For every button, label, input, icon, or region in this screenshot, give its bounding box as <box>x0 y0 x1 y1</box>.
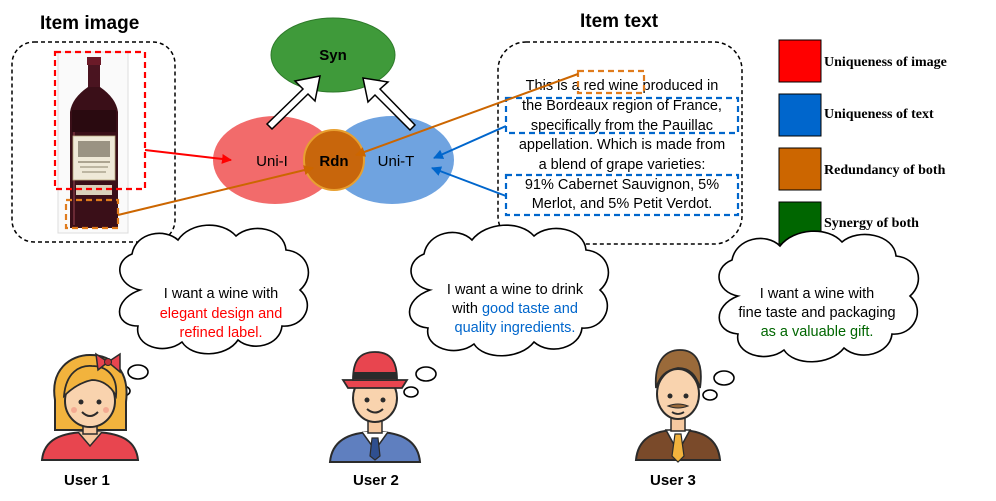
cloud-shape <box>408 224 610 357</box>
legend-label: Synergy of both <box>824 216 919 231</box>
item-text-line: specifically from the Pauillac <box>531 118 713 134</box>
item-text-line: appellation. Which is made from <box>519 137 725 153</box>
text-uniqueness-arrow-top <box>433 125 507 159</box>
cloud-shape <box>718 230 920 363</box>
uni-t-label: Uni-T <box>378 153 415 170</box>
item-text-block: This is a red wine produced in the Borde… <box>519 78 725 212</box>
rdn-circle <box>303 129 365 191</box>
user-2-label: User 2 <box>353 472 399 489</box>
user-3-avatar <box>634 349 722 463</box>
item-text-line: 91% Cabernet Sauvignon, 5% <box>525 177 719 193</box>
legend-label: Uniqueness of image <box>824 55 947 70</box>
item-text-line: a blend of grape varieties: <box>539 157 706 173</box>
user-1-avatar <box>40 352 140 461</box>
item-text-line: This is a red wine produced in <box>526 78 719 94</box>
user-2-avatar <box>328 351 422 463</box>
thought-bubble-2: I want a wine to drink with good taste a… <box>403 224 610 398</box>
bubble-line-highlight: refined label. <box>179 325 262 341</box>
rdn-label: Rdn <box>319 153 348 170</box>
uni-t-ellipse <box>330 116 454 204</box>
thought-bubble-3: I want a wine with fine taste and packag… <box>702 230 920 401</box>
uni-i-label: Uni-I <box>256 153 288 170</box>
text-redundancy-region <box>576 69 646 95</box>
thought-bubble-1: I want a wine with elegant design and re… <box>115 224 310 397</box>
item-image-box <box>11 41 176 243</box>
legend-label: Uniqueness of text <box>824 107 934 122</box>
bubble-line: I want a wine with <box>760 286 874 302</box>
legend: Uniqueness of image Uniqueness of text R… <box>778 39 947 245</box>
cloud-tail-bubble <box>403 386 419 398</box>
text-uniqueness-arrow-bottom <box>431 166 507 197</box>
bubble-line-highlight: elegant design and <box>160 306 283 322</box>
bubble-line-highlight: as a valuable gift. <box>761 324 874 340</box>
text-uniqueness-region-top <box>504 96 740 135</box>
cloud-tail-bubble <box>127 364 149 380</box>
item-text-box <box>497 41 743 245</box>
image-uniqueness-region <box>53 50 147 191</box>
uni-i-ellipse <box>213 116 337 204</box>
bubble-segment-highlight: good taste and <box>482 301 578 317</box>
cloud-tail-bubble <box>702 389 718 401</box>
bubble-line-mixed: with good taste and <box>451 301 578 317</box>
image-uniqueness-arrow <box>144 149 232 164</box>
item-text-line: Merlot, and 5% Petit Verdot. <box>532 196 713 212</box>
hollow-arrow-left <box>265 75 321 131</box>
user-3-label: User 3 <box>650 472 696 489</box>
image-redundancy-arrow <box>117 165 314 216</box>
bubble-segment: with <box>451 301 482 317</box>
cloud-tail-bubble <box>415 366 437 382</box>
bubble-line: I want a wine with <box>164 286 278 302</box>
bubble-line-highlight: quality ingredients. <box>455 320 576 336</box>
legend-swatch-orange <box>778 147 822 191</box>
legend-swatch-blue <box>778 93 822 137</box>
hollow-arrow-right <box>362 77 417 132</box>
item-image-title: Item image <box>40 13 139 34</box>
synergy-ellipse <box>270 17 396 93</box>
text-redundancy-arrow <box>355 73 579 157</box>
item-text-title: Item text <box>580 11 659 32</box>
cloud-tail-bubble <box>713 370 735 386</box>
user-1-label: User 1 <box>64 472 110 489</box>
cloud-shape <box>118 224 310 355</box>
item-text-line: the Bordeaux region of France, <box>522 98 722 114</box>
wine-bottle-image <box>57 51 129 234</box>
syn-label: Syn <box>319 47 347 64</box>
bubble-line: I want a wine to drink <box>447 282 584 298</box>
legend-swatch-red <box>778 39 822 83</box>
bubble-line: fine taste and packaging <box>738 305 895 321</box>
legend-label: Redundancy of both <box>824 163 946 178</box>
